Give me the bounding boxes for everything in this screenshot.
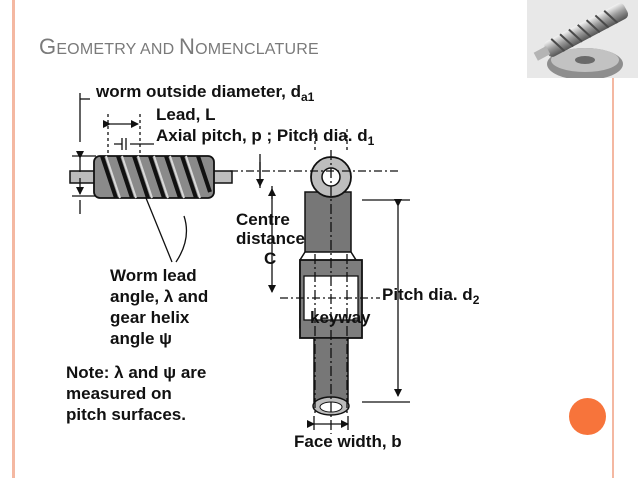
keyway-label: keyway	[310, 308, 371, 327]
centre-label: Centre	[236, 210, 290, 229]
note-line-3: pitch surfaces.	[66, 405, 186, 424]
distance-label: distance	[236, 229, 305, 248]
worm-gear-diagram: worm outside diameter, da1 Lead, L Axial…	[66, 82, 480, 451]
angle-psi-label: angle ψ	[110, 329, 172, 348]
lead-label: Lead, L	[156, 105, 216, 124]
right-accent-rule	[612, 78, 614, 478]
worm-lead-label: Worm lead	[110, 266, 197, 285]
dimension-lines	[72, 93, 410, 434]
note-line-2: measured on	[66, 384, 172, 403]
orange-accent-dot	[569, 398, 606, 435]
outside-diameter-label: worm outside diameter, da1	[95, 82, 315, 104]
note-line-1: Note: λ and ψ are	[66, 363, 206, 382]
pitch-dia-2-label: Pitch dia. d2	[382, 285, 480, 307]
face-width-label: Face width, b	[294, 432, 402, 451]
c-label: C	[264, 249, 276, 268]
left-accent-rule	[12, 0, 15, 478]
gear-helix-label: gear helix	[110, 308, 190, 327]
worm-thread	[93, 155, 215, 199]
angle-lambda-label: angle, λ and	[110, 287, 208, 306]
worm-gear-photo	[527, 0, 638, 80]
axial-pitch-label: Axial pitch, p ; Pitch dia. d1	[156, 126, 375, 148]
slide-title: GEOMETRY AND NOMENCLATURE	[39, 34, 319, 59]
